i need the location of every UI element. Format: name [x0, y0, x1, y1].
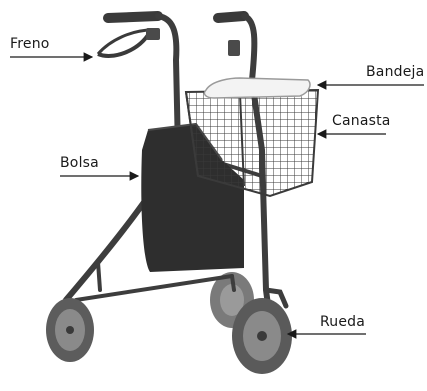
front-wheel	[232, 298, 292, 374]
label-rueda: Rueda	[320, 314, 365, 330]
handle-grips	[108, 16, 244, 18]
label-canasta: Canasta	[332, 113, 391, 129]
brake-lever	[98, 28, 240, 56]
front-left-wheel	[46, 298, 94, 362]
label-bandeja: Bandeja	[366, 64, 424, 80]
label-bolsa: Bolsa	[60, 155, 99, 171]
label-freno: Freno	[10, 36, 50, 52]
tray	[204, 78, 310, 98]
